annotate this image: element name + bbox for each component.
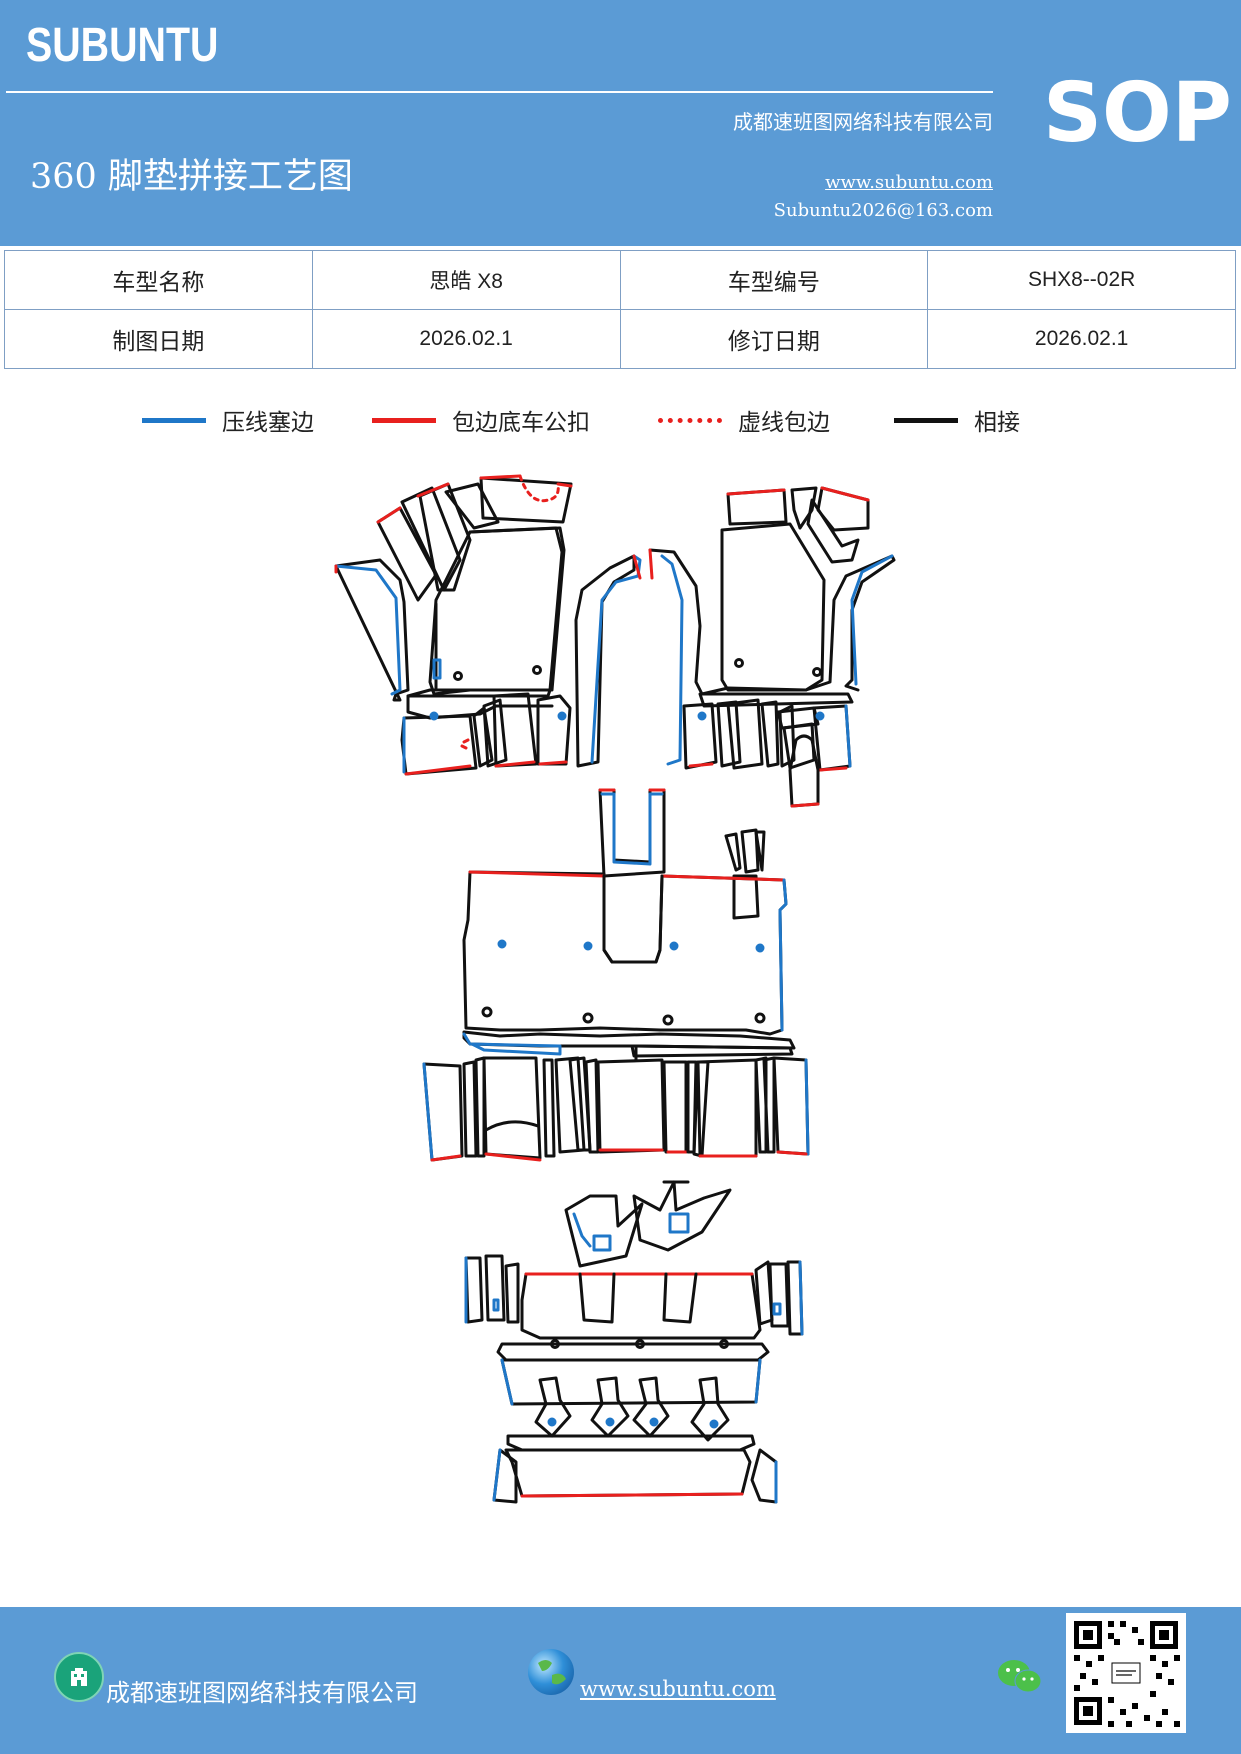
legend-label: 虚线包边 [738,410,830,436]
legend-swatch-red [372,417,436,423]
globe-icon [528,1649,574,1695]
model-name-value: 思皓 X8 [311,250,621,310]
table-row: 车型名称 思皓 X8 车型编号 SHX8--02R [4,250,1236,310]
building-icon [54,1652,104,1702]
header-company: 成都速班图网络科技有限公司 [733,110,993,134]
seat-row-mat-group [422,1056,810,1162]
model-name-label: 车型名称 [4,250,313,310]
vehicle-info-table: 车型名称 思皓 X8 车型编号 SHX8--02R 制图日期 2026.02.1… [4,250,1236,369]
legend-swatch-black [894,417,958,423]
edge-legend: 压线塞边 包边底车公扣 虚线包边 相接 [0,400,1241,440]
wechat-icon [996,1657,1044,1701]
footer-company: 成都速班图网络科技有限公司 [106,1679,418,1707]
page-footer: 成都速班图网络科技有限公司 www.subuntu.com [0,1607,1241,1754]
legend-label: 相接 [974,410,1020,436]
legend-item-dotted-binding: 虚线包边 [658,400,830,440]
front-left-mat-group [334,474,642,776]
sop-badge: SOP [1043,66,1232,161]
header-divider [6,91,993,93]
model-code-value: SHX8--02R [927,250,1236,310]
header-website-link[interactable]: www.subuntu.com [825,172,993,193]
rear-mat-group [464,1180,804,1504]
legend-label: 压线塞边 [222,410,314,436]
legend-swatch-red-dotted [658,417,722,423]
legend-label: 包边底车公扣 [452,410,590,436]
header-email: Subuntu2026@163.com [773,200,993,221]
front-right-mat-group [648,486,896,808]
brand-logo: SUBUNTU [26,19,219,72]
revise-date-label: 修订日期 [619,309,929,369]
document-title: 360 脚垫拼接工艺图 [30,157,353,197]
legend-item-press-line: 压线塞边 [142,400,314,440]
table-row: 制图日期 2026.02.1 修订日期 2026.02.1 [4,309,1236,369]
qr-code[interactable] [1066,1613,1186,1733]
model-code-label: 车型编号 [619,250,929,310]
page-header: SUBUNTU 成都速班图网络科技有限公司 360 脚垫拼接工艺图 www.su… [0,0,1241,246]
draw-date-label: 制图日期 [4,309,313,369]
legend-item-red-binding: 包边底车公扣 [372,400,590,440]
revise-date-value: 2026.02.1 [927,309,1236,369]
draw-date-value: 2026.02.1 [311,309,621,369]
middle-floor-mat-group [462,788,796,1062]
legend-item-joint: 相接 [894,400,1020,440]
legend-swatch-blue [142,417,206,423]
footer-website-link[interactable]: www.subuntu.com [580,1677,776,1701]
